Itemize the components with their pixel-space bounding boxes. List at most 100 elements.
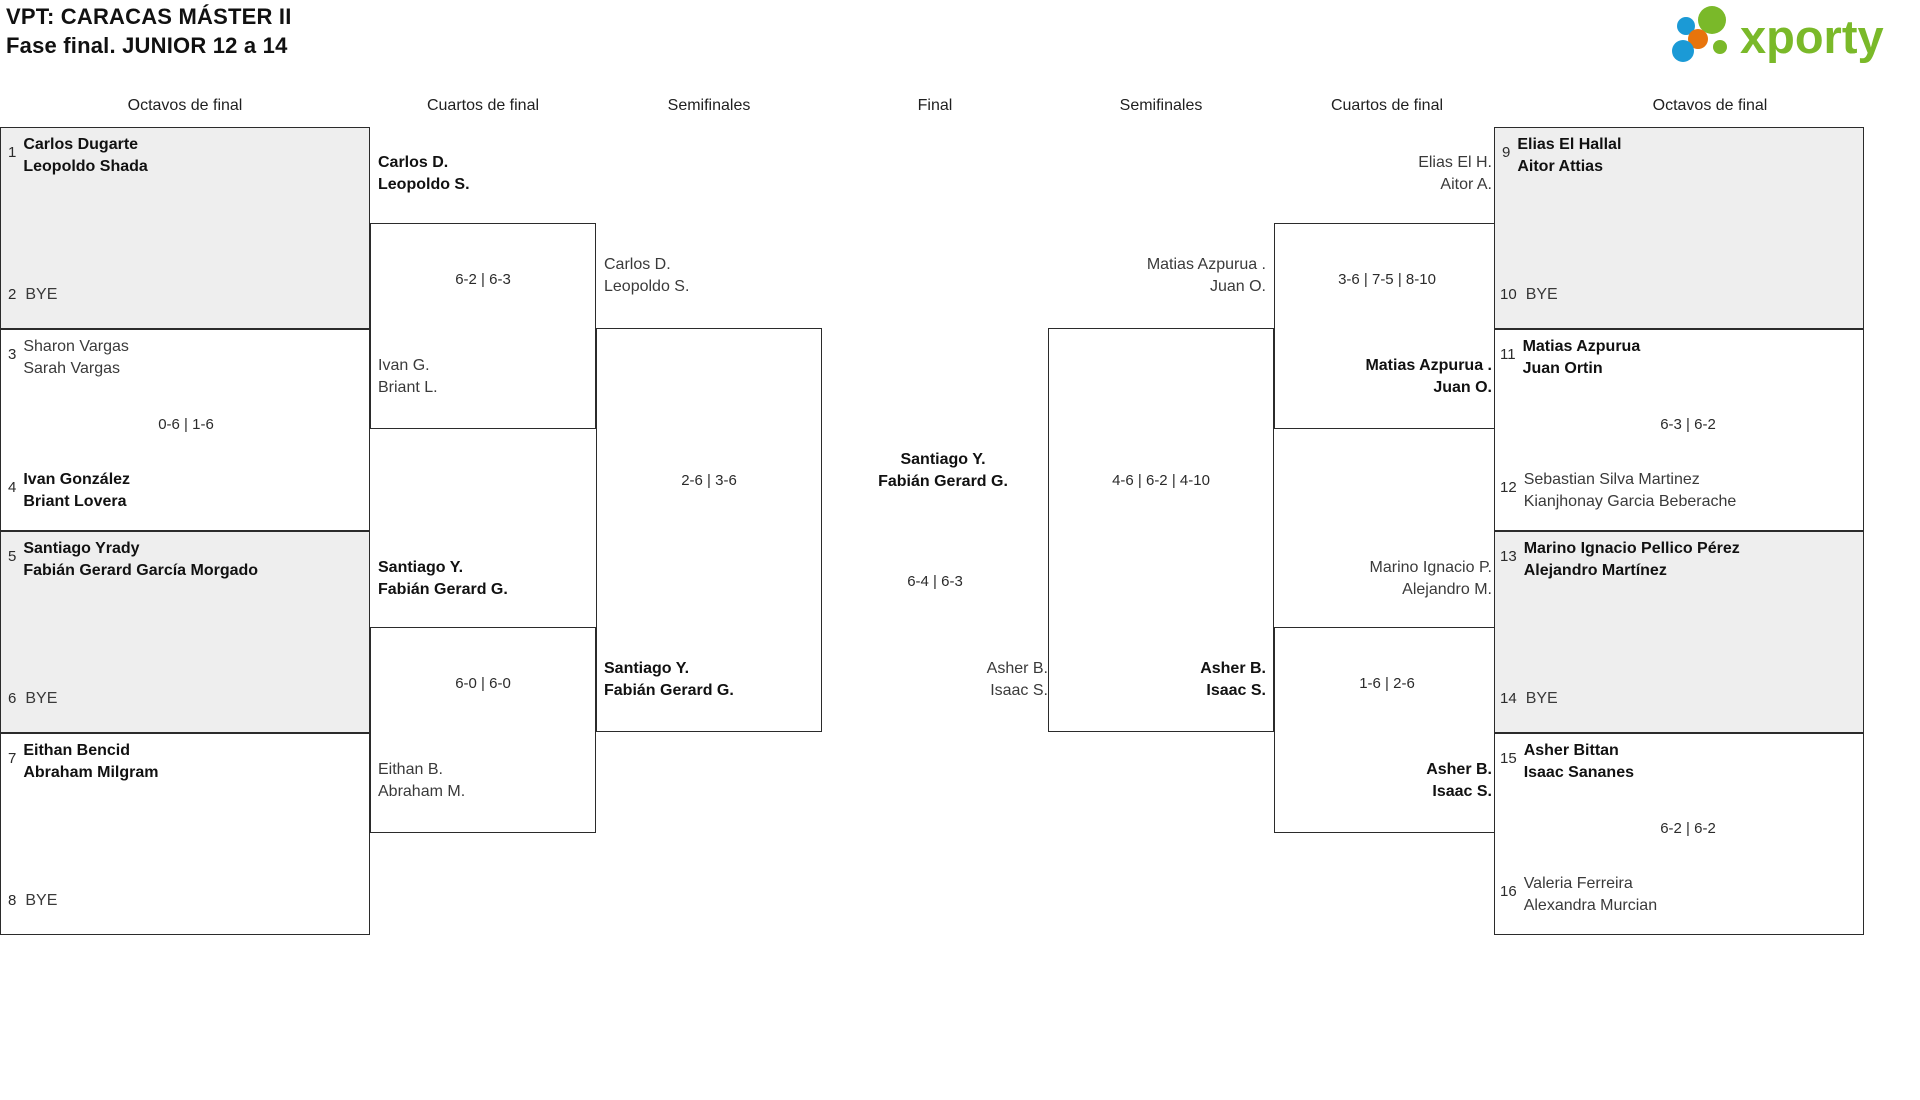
player-2-name: Fabián Gerard G. bbox=[878, 473, 1008, 490]
seed-number: 7 bbox=[8, 750, 17, 767]
bye-label: BYE bbox=[25, 690, 58, 707]
right-cuartos-entry-2[interactable]: Matias Azpurua . Juan O. bbox=[1274, 355, 1492, 399]
player-2-name: Isaac S. bbox=[1432, 783, 1492, 800]
player-2-name: Briant Lovera bbox=[23, 493, 127, 510]
player-2-name: Juan Ortin bbox=[1522, 360, 1603, 377]
player-names: Sharon Vargas Sarah Vargas bbox=[23, 336, 129, 380]
left-octavos-match-2[interactable] bbox=[0, 329, 370, 531]
left-semis-entry-1[interactable]: Carlos D. Leopoldo S. bbox=[604, 254, 822, 298]
seed-number: 3 bbox=[8, 346, 17, 363]
right-octavos-match-2[interactable] bbox=[1494, 329, 1864, 531]
tournament-subtitle: Fase final. JUNIOR 12 a 14 bbox=[6, 33, 288, 58]
seed-number: 2 bbox=[8, 286, 17, 303]
svg-text:xporty: xporty bbox=[1740, 10, 1884, 63]
player-1-name: Carlos D. bbox=[378, 154, 449, 171]
seed-number: 10 bbox=[1500, 286, 1517, 303]
right-cuartos-score-1: 3-6 | 7-5 | 8-10 bbox=[1338, 271, 1436, 288]
right-octavos-match-3[interactable] bbox=[1494, 531, 1864, 733]
right-semis-entry-1[interactable]: Matias Azpurua . Juan O. bbox=[1048, 254, 1266, 298]
right-semis-entry-2[interactable]: Asher B. Isaac S. bbox=[1048, 658, 1266, 702]
right-octavos-entry-15[interactable]: 15 Asher Bittan Isaac Sananes bbox=[1500, 740, 1856, 784]
player-2-name: Isaac S. bbox=[990, 682, 1048, 699]
final-winner[interactable]: Santiago Y. Fabián Gerard G. bbox=[830, 449, 1056, 493]
left-octavos-match-1[interactable] bbox=[0, 127, 370, 329]
player-2-name: Leopoldo S. bbox=[378, 176, 470, 193]
player-2-name: Juan O. bbox=[1209, 278, 1266, 295]
final-runner-up[interactable]: Asher B. Isaac S. bbox=[822, 658, 1048, 702]
seed-number: 13 bbox=[1500, 548, 1517, 565]
player-1-name: Matias Azpurua . bbox=[1146, 256, 1266, 273]
bye-label: BYE bbox=[1525, 286, 1558, 303]
player-names: Santiago Yrady Fabián Gerard García Morg… bbox=[23, 538, 258, 582]
seed-number: 4 bbox=[8, 479, 17, 496]
bye-label: BYE bbox=[25, 286, 58, 303]
player-2-name: Alejandro M. bbox=[1402, 581, 1492, 598]
player-names: Sebastian Silva Martinez Kianjhonay Garc… bbox=[1524, 469, 1737, 513]
right-octavos-entry-13[interactable]: 13 Marino Ignacio Pellico Pérez Alejandr… bbox=[1500, 538, 1856, 582]
left-semis-match[interactable] bbox=[596, 328, 822, 732]
left-octavos-match-3[interactable] bbox=[0, 531, 370, 733]
right-cuartos-entry-1[interactable]: Elias El H. Aitor A. bbox=[1274, 152, 1492, 196]
left-octavos-entry-5[interactable]: 5 Santiago Yrady Fabián Gerard García Mo… bbox=[8, 538, 364, 582]
round-header-left-cuartos: Cuartos de final bbox=[426, 97, 540, 114]
player-2-name: Alejandro Martínez bbox=[1523, 562, 1667, 579]
right-octavos-entry-12[interactable]: 12 Sebastian Silva Martinez Kianjhonay G… bbox=[1500, 469, 1856, 513]
right-octavos-entry-14[interactable]: 14 BYE bbox=[1500, 688, 1558, 710]
right-octavos-entry-9[interactable]: 9 Elias El Hallal Aitor Attias bbox=[1502, 134, 1858, 178]
player-2-name: Fabián Gerard García Morgado bbox=[23, 562, 259, 579]
left-octavos-match-4[interactable] bbox=[0, 733, 370, 935]
player-2-name: Abraham Milgram bbox=[23, 764, 159, 781]
left-octavos-entry-7[interactable]: 7 Eithan Bencid Abraham Milgram bbox=[8, 740, 364, 784]
right-octavos-entry-16[interactable]: 16 Valeria Ferreira Alexandra Murcian bbox=[1500, 873, 1856, 917]
player-1-name: Santiago Yrady bbox=[23, 540, 140, 557]
player-names: Matias Azpurua Juan Ortin bbox=[1523, 336, 1641, 380]
left-cuartos-score-2: 6-0 | 6-0 bbox=[455, 675, 511, 692]
player-1-name: Elias El H. bbox=[1418, 154, 1492, 171]
left-octavos-entry-4[interactable]: 4 Ivan González Briant Lovera bbox=[8, 469, 364, 513]
player-2-name: Alexandra Murcian bbox=[1523, 897, 1658, 914]
left-octavos-score-2: 0-6 | 1-6 bbox=[158, 416, 214, 433]
left-cuartos-entry-3[interactable]: Santiago Y. Fabián Gerard G. bbox=[378, 557, 596, 601]
player-1-name: Carlos D. bbox=[604, 256, 671, 273]
seed-number: 1 bbox=[8, 144, 17, 161]
player-1-name: Santiago Y. bbox=[604, 660, 690, 677]
right-semis-score: 4-6 | 6-2 | 4-10 bbox=[1112, 472, 1210, 489]
left-octavos-entry-1[interactable]: 1 Carlos Dugarte Leopoldo Shada bbox=[8, 134, 364, 178]
player-2-name: Sarah Vargas bbox=[23, 360, 120, 377]
player-2-name: Aitor A. bbox=[1440, 176, 1492, 193]
left-cuartos-match-1[interactable] bbox=[370, 223, 596, 429]
left-octavos-entry-3[interactable]: 3 Sharon Vargas Sarah Vargas bbox=[8, 336, 364, 380]
right-octavos-match-1[interactable] bbox=[1494, 127, 1864, 329]
left-cuartos-entry-2[interactable]: Ivan G. Briant L. bbox=[378, 355, 596, 399]
player-1-name: Asher B. bbox=[1426, 761, 1492, 778]
left-cuartos-entry-4[interactable]: Eithan B. Abraham M. bbox=[378, 759, 596, 803]
player-names: Marino Ignacio Pellico Pérez Alejandro M… bbox=[1524, 538, 1740, 582]
player-1-name: Valeria Ferreira bbox=[1523, 875, 1633, 892]
player-names: Carlos Dugarte Leopoldo Shada bbox=[23, 134, 147, 178]
player-1-name: Santiago Y. bbox=[378, 559, 464, 576]
seed-number: 14 bbox=[1500, 690, 1517, 707]
left-cuartos-entry-1[interactable]: Carlos D. Leopoldo S. bbox=[378, 152, 596, 196]
left-octavos-entry-8[interactable]: 8 BYE bbox=[8, 890, 57, 912]
player-1-name: Carlos Dugarte bbox=[23, 136, 139, 153]
player-1-name: Elias El Hallal bbox=[1517, 136, 1622, 153]
player-names: Valeria Ferreira Alexandra Murcian bbox=[1524, 873, 1657, 917]
right-octavos-match-4[interactable] bbox=[1494, 733, 1864, 935]
left-semis-entry-2[interactable]: Santiago Y. Fabián Gerard G. bbox=[604, 658, 822, 702]
right-cuartos-entry-4[interactable]: Asher B. Isaac S. bbox=[1274, 759, 1492, 803]
right-octavos-entry-10[interactable]: 10 BYE bbox=[1500, 284, 1558, 306]
left-octavos-entry-6[interactable]: 6 BYE bbox=[8, 688, 57, 710]
player-1-name: Eithan Bencid bbox=[23, 742, 131, 759]
player-1-name: Asher B. bbox=[1200, 660, 1266, 677]
right-cuartos-entry-3[interactable]: Marino Ignacio P. Alejandro M. bbox=[1274, 557, 1492, 601]
left-octavos-entry-2[interactable]: 2 BYE bbox=[8, 284, 57, 306]
player-names: Eithan Bencid Abraham Milgram bbox=[23, 740, 158, 784]
player-1-name: Santiago Y. bbox=[900, 451, 986, 468]
right-semis-match[interactable] bbox=[1048, 328, 1274, 732]
right-octavos-entry-11[interactable]: 11 Matias Azpurua Juan Ortin bbox=[1500, 336, 1856, 380]
player-2-name: Kianjhonay Garcia Beberache bbox=[1523, 493, 1737, 510]
left-cuartos-match-2[interactable] bbox=[370, 627, 596, 833]
player-2-name: Aitor Attias bbox=[1517, 158, 1603, 175]
xporty-logo: xporty bbox=[1668, 6, 1908, 64]
seed-number: 15 bbox=[1500, 750, 1517, 767]
